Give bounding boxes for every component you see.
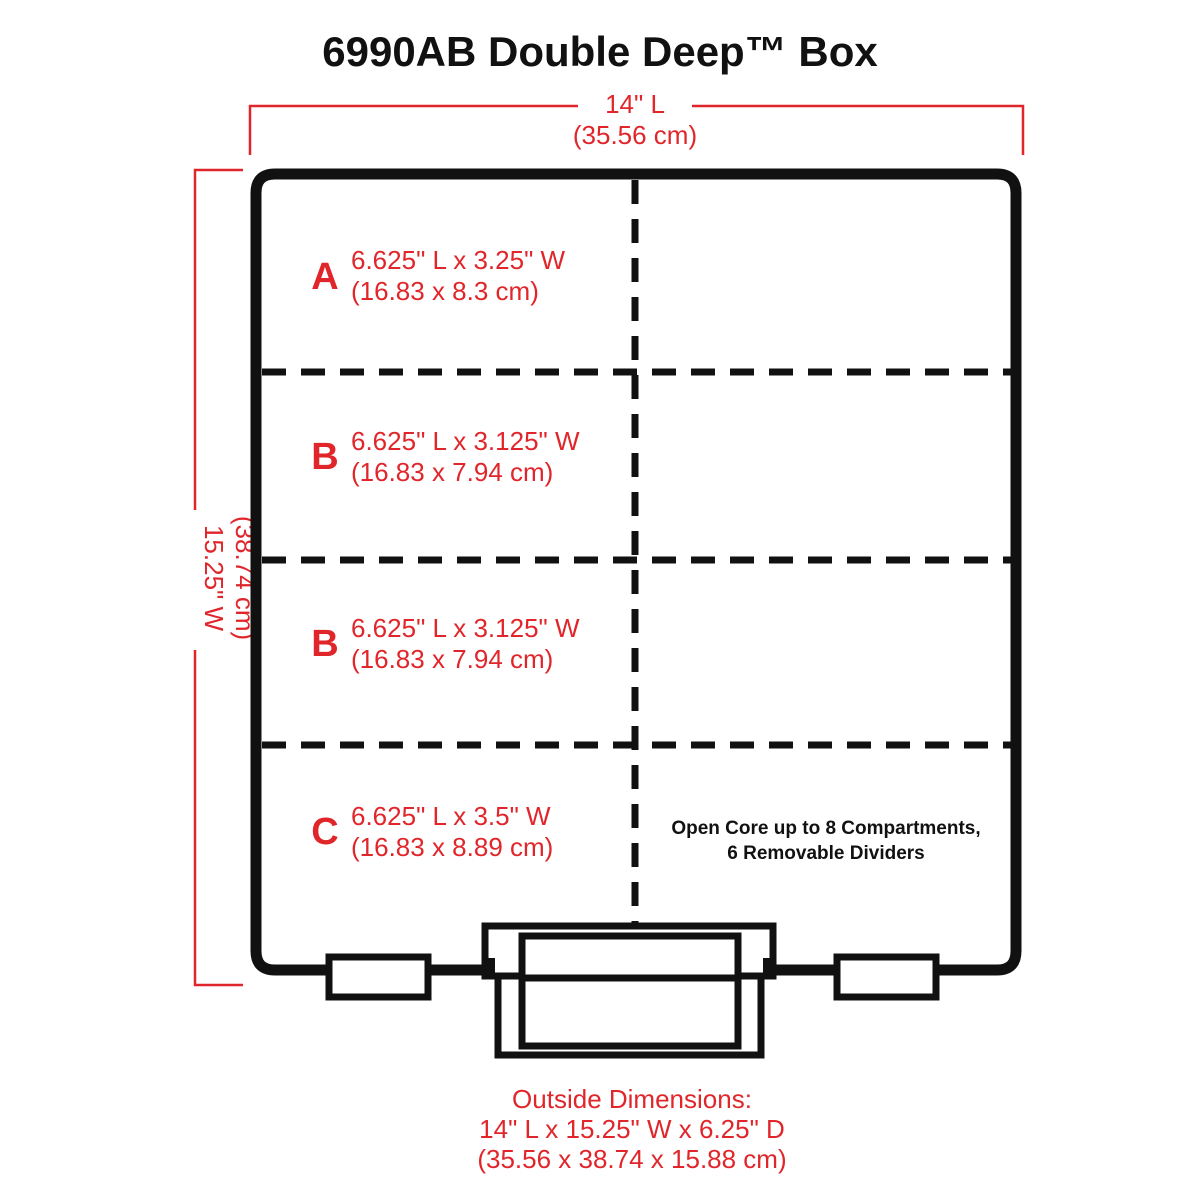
compartment-dims-inches: 6.625" L x 3.25" W <box>351 245 566 275</box>
compartment-dims-inches: 6.625" L x 3.125" W <box>351 426 580 456</box>
compartment-a: A 6.625" L x 3.25" W (16.83 x 8.3 cm) <box>311 245 565 306</box>
compartment-letter: C <box>311 811 338 853</box>
compartment-dims-cm: (16.83 x 8.89 cm) <box>351 832 553 862</box>
compartment-dims-inches: 6.625" L x 3.5" W <box>351 801 551 831</box>
compartment-b-1: B 6.625" L x 3.125" W (16.83 x 7.94 cm) <box>311 426 580 487</box>
compartment-letter: A <box>311 256 338 298</box>
compartment-dims-cm: (16.83 x 7.94 cm) <box>351 644 553 674</box>
outside-dimensions-inches: 14" L x 15.25" W x 6.25" D <box>479 1114 785 1144</box>
length-cm-label: (35.56 cm) <box>573 120 697 150</box>
box-outline <box>250 168 1022 976</box>
dividers <box>262 180 1012 925</box>
compartment-letter: B <box>311 436 338 478</box>
compartment-c: C 6.625" L x 3.5" W (16.83 x 8.89 cm) <box>311 801 553 862</box>
width-inches-label: 15.25" W <box>199 525 229 632</box>
width-dimension-bracket <box>193 168 243 987</box>
length-dimension-bracket <box>248 104 1025 155</box>
compartment-dims-cm: (16.83 x 7.94 cm) <box>351 457 553 487</box>
compartment-dims-cm: (16.83 x 8.3 cm) <box>351 276 539 306</box>
outside-dimensions-cm: (35.56 x 38.74 x 15.88 cm) <box>477 1144 786 1174</box>
page-title: 6990AB Double Deep™ Box <box>322 28 878 75</box>
right-latch <box>833 953 940 1001</box>
compartment-dims-inches: 6.625" L x 3.125" W <box>351 613 580 643</box>
open-core-note-line2: 6 Removable Dividers <box>727 843 924 864</box>
left-latch <box>325 953 432 1001</box>
compartment-letter: B <box>311 623 338 665</box>
outside-dimensions-heading: Outside Dimensions: <box>512 1084 752 1114</box>
handle <box>481 922 777 1059</box>
compartment-b-2: B 6.625" L x 3.125" W (16.83 x 7.94 cm) <box>311 613 580 674</box>
open-core-note-line1: Open Core up to 8 Compartments, <box>671 818 980 839</box>
length-inches-label: 14" L <box>605 89 665 119</box>
